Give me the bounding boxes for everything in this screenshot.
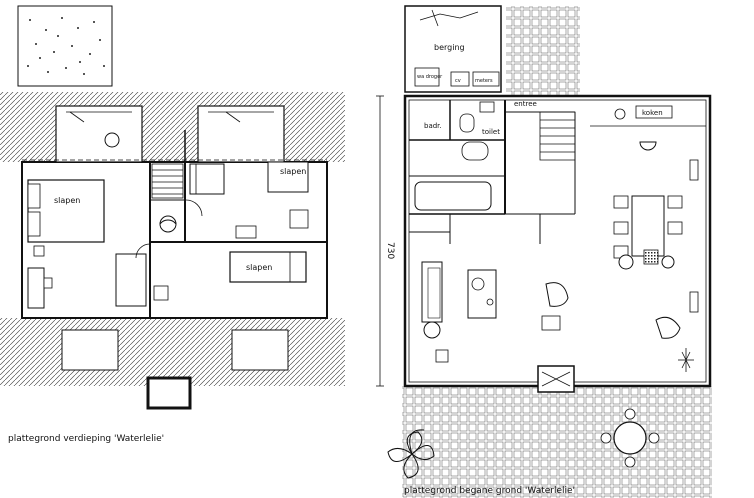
ground-room-label: koken (642, 109, 663, 117)
ground-room-label: toilet (482, 128, 500, 136)
dormer-right (197, 105, 285, 163)
chair-icon (104, 132, 120, 148)
chair-icon (639, 141, 657, 151)
upper-room-label: slapen (54, 196, 80, 205)
ground-floor-plan: berging wa droger cv meters 730 entree b… (376, 5, 712, 498)
upper-floor-plan: slapen slapen slapen (0, 5, 345, 410)
tree-icon (387, 429, 435, 479)
upper-floor-caption: plattegrond verdieping 'Waterlelie' (8, 434, 165, 444)
roof-bottom (0, 318, 345, 386)
appliance-label: cv (455, 78, 461, 84)
bathtub (414, 181, 492, 211)
single-bed-top (189, 163, 225, 195)
dimension-label: 730 (385, 242, 395, 259)
appliance-label: wa droger (417, 74, 443, 80)
skylight (146, 376, 192, 410)
dormer-left (55, 105, 143, 163)
tiles-bottom (402, 386, 712, 498)
ground-room-label: entree (514, 100, 537, 108)
dormer-bottom-right (231, 329, 289, 371)
ground-room-label: badr. (424, 122, 442, 130)
balcony (17, 5, 113, 87)
ground-floor-caption: plattegrond begane grond 'Waterlelie' (404, 486, 576, 496)
appliance-label: meters (475, 78, 493, 84)
outdoor-table (613, 421, 647, 455)
armchair-icon (545, 282, 569, 307)
plant-icon (678, 348, 694, 372)
ground-stair (539, 111, 576, 161)
tiles-top-right (506, 6, 580, 98)
gravel-pattern (27, 17, 105, 75)
armchair-icon (655, 316, 681, 339)
wardrobe (115, 253, 147, 307)
upper-room-label: slapen (280, 167, 306, 176)
upper-stair (151, 163, 184, 199)
double-bed (27, 179, 105, 243)
ground-room-label: berging (434, 43, 465, 52)
roof-top (0, 92, 345, 162)
dormer-bottom-left (61, 329, 119, 371)
upper-room-label: slapen (246, 263, 272, 272)
desk (27, 267, 45, 309)
single-bed-bottom (229, 251, 307, 283)
dining-table (631, 195, 665, 257)
